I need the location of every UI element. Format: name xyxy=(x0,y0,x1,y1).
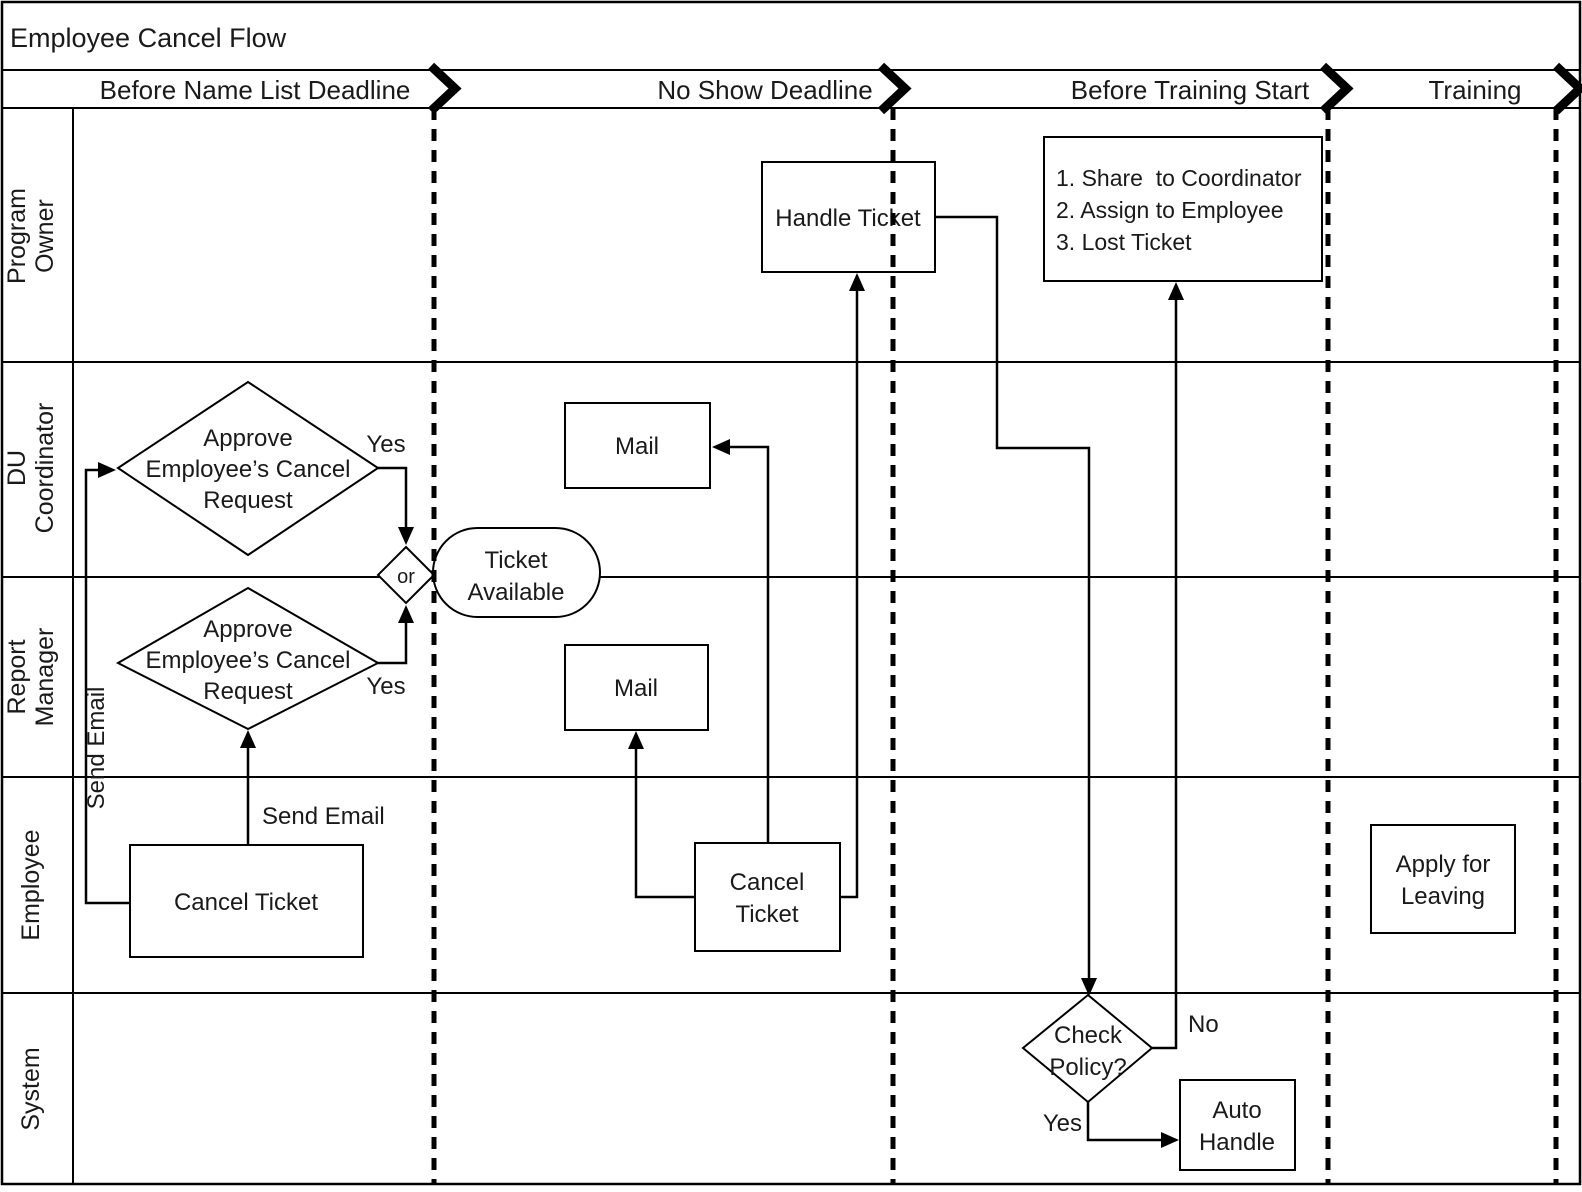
handle-ticket-label: Handle Ticket xyxy=(775,205,921,232)
phase-label-2: No Show Deadline xyxy=(657,75,872,105)
edge-check-policy-no-to-options xyxy=(1152,298,1178,1050)
cancel-ticket-1-label: Cancel Ticket xyxy=(174,889,318,916)
phase-chevron-1-icon xyxy=(427,62,462,115)
check-policy-decision-diamond xyxy=(1021,993,1154,1104)
or-gateway-label: or xyxy=(397,566,415,588)
handle-ticket-box xyxy=(761,161,936,273)
du-approve-decision-diamond xyxy=(116,380,380,557)
phase-label-4: Training xyxy=(1429,75,1522,105)
edge-label-du-yes: Yes xyxy=(366,431,405,458)
lane-label-report-manager-line2: Manager xyxy=(31,628,59,727)
phase-label-3: Before Training Start xyxy=(1071,75,1310,105)
apply-for-leaving-line2: Leaving xyxy=(1401,883,1485,910)
check-policy-line1: Check xyxy=(1054,1022,1123,1049)
apply-for-leaving-box xyxy=(1370,824,1516,934)
po-options-box xyxy=(1043,136,1323,282)
lane-label-program-owner-line1: Program xyxy=(3,188,31,284)
arrowhead-into-rm-approve xyxy=(240,730,256,748)
mail-du-box xyxy=(564,402,711,489)
arrowhead-into-mail-du xyxy=(712,439,730,455)
du-approve-line3: Request xyxy=(203,487,293,514)
edge-label-check-yes: Yes xyxy=(1043,1110,1082,1137)
phase-chevron-4-icon xyxy=(1552,62,1582,115)
po-options-line3: 3. Lost Ticket xyxy=(1056,229,1192,255)
lane-label-program-owner-line2: Owner xyxy=(31,199,59,273)
cancel-ticket-2-line2: Ticket xyxy=(735,901,798,928)
mail-rm-label: Mail xyxy=(614,675,658,702)
or-gateway-diamond xyxy=(376,545,436,605)
cancel-ticket-2-line1: Cancel xyxy=(730,869,805,896)
du-approve-line2: Employee’s Cancel xyxy=(146,456,351,483)
cancel-ticket-1-box xyxy=(129,844,364,958)
ticket-available-line1: Ticket xyxy=(484,547,547,574)
auto-handle-line1: Auto xyxy=(1212,1097,1261,1124)
ticket-available-line2: Available xyxy=(468,579,565,606)
check-policy-line2: Policy? xyxy=(1049,1054,1126,1081)
cancel-ticket-2-box xyxy=(694,842,841,952)
rm-approve-line3: Request xyxy=(203,678,293,705)
mail-du-label: Mail xyxy=(615,433,659,460)
arrowhead-into-or-bottom xyxy=(398,605,414,623)
edge-du-yes-to-or xyxy=(378,466,408,528)
lane-label-du-coordinator-line2: Coordinator xyxy=(31,403,59,534)
po-options-line2: 2. Assign to Employee xyxy=(1056,197,1284,223)
auto-handle-line2: Handle xyxy=(1199,1129,1275,1156)
phase-label-1: Before Name List Deadline xyxy=(100,75,411,105)
phase-chevron-3-icon xyxy=(1319,62,1354,115)
po-options-line1: 1. Share to Coordinator xyxy=(1056,165,1302,191)
edge-label-rm-yes: Yes xyxy=(366,673,405,700)
edge-label-check-no: No xyxy=(1188,1011,1219,1038)
mail-rm-box xyxy=(564,644,709,731)
lane-label-du-coordinator-line1: DU xyxy=(3,450,31,486)
edge-label-send-email-vertical: Send Email xyxy=(83,687,110,810)
rm-approve-decision-diamond xyxy=(115,586,381,731)
lane-label-employee: Employee xyxy=(17,829,45,940)
arrowhead-into-handle-ticket xyxy=(849,273,865,291)
page-title: Employee Cancel Flow xyxy=(10,23,287,53)
du-approve-line1: Approve xyxy=(203,425,292,452)
arrowhead-into-po-options xyxy=(1168,282,1184,300)
edge-check-policy-yes-to-auto-handle xyxy=(1086,1102,1163,1142)
arrowhead-into-or-top xyxy=(398,527,414,545)
arrowhead-into-mail-rm xyxy=(628,731,644,749)
auto-handle-box xyxy=(1179,1079,1296,1171)
edge-cancel1-to-du-approve xyxy=(84,468,130,905)
edge-cancel2-to-mail-rm xyxy=(634,747,695,899)
edge-handle-ticket-to-check-policy xyxy=(935,215,1091,980)
rm-approve-line1: Approve xyxy=(203,616,292,643)
phase-chevron-2-icon xyxy=(877,62,912,115)
apply-for-leaving-line1: Apply for xyxy=(1396,851,1491,878)
edge-cancel2-to-mail-du xyxy=(727,445,770,843)
lane-label-report-manager-line1: Report xyxy=(3,639,31,714)
arrowhead-into-check-policy xyxy=(1081,978,1097,996)
rm-approve-line2: Employee’s Cancel xyxy=(146,647,351,674)
lane-label-system: System xyxy=(17,1047,45,1130)
edge-label-send-email-horizontal: Send Email xyxy=(262,803,385,830)
edge-cancel2-to-handle-ticket xyxy=(840,289,859,899)
arrowhead-into-du-approve xyxy=(98,462,116,478)
arrowhead-into-auto-handle xyxy=(1161,1132,1179,1148)
edge-rm-yes-to-or xyxy=(378,621,408,665)
